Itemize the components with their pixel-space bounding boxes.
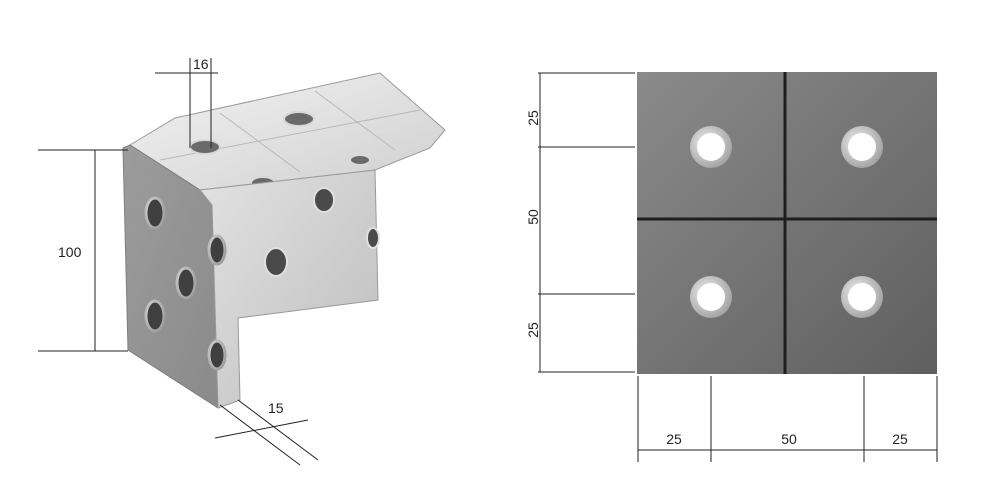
top-hole — [189, 139, 221, 155]
plate-hole — [690, 276, 732, 318]
bracket-front-face — [199, 169, 379, 409]
side-hole — [175, 266, 197, 300]
dim-label-height: 100 — [58, 244, 82, 260]
dim-label-hole-diameter: 16 — [193, 56, 209, 72]
front-hole — [313, 187, 335, 213]
dim-label-vertical-middle: 50 — [525, 209, 541, 225]
plate-hole — [841, 276, 883, 318]
bracket-isometric: 16 100 15 — [38, 56, 446, 466]
dim-height — [38, 149, 128, 352]
side-hole — [207, 234, 227, 266]
plate-top-view: 25 50 25 25 50 25 — [525, 72, 938, 462]
side-hole — [144, 299, 166, 333]
dim-label-vertical-bottom: 25 — [525, 322, 541, 338]
dim-label-thickness: 15 — [268, 400, 284, 416]
dim-horizontal-chain — [637, 376, 938, 462]
dim-label-horizontal-middle: 50 — [781, 431, 797, 447]
dim-vertical-chain — [538, 72, 635, 373]
dim-label-horizontal-right: 25 — [892, 431, 908, 447]
plate — [637, 72, 937, 374]
plate-hole — [690, 126, 732, 168]
dim-label-vertical-top: 25 — [525, 110, 541, 126]
bracket-top-face — [129, 72, 446, 191]
top-face-groove — [219, 112, 301, 173]
side-hole — [144, 196, 166, 230]
plate-hole — [841, 126, 883, 168]
side-hole — [207, 339, 227, 371]
top-hole — [349, 154, 371, 166]
dim-thickness — [214, 399, 319, 466]
top-face-groove — [314, 90, 396, 151]
dim-hole-diameter — [155, 58, 218, 148]
front-hole — [366, 227, 380, 249]
top-hole — [283, 111, 315, 127]
dim-label-horizontal-left: 25 — [666, 431, 682, 447]
front-hole — [264, 247, 288, 277]
